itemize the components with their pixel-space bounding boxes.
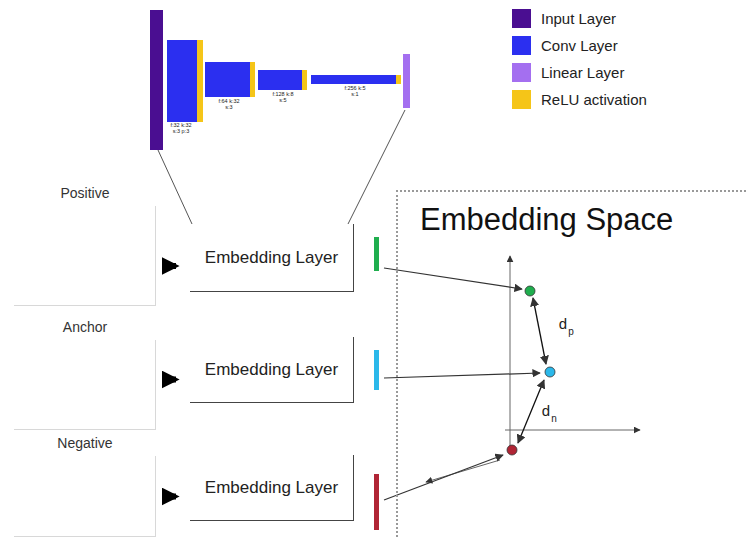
- distance-arrow: [533, 298, 546, 364]
- input-panel: Positive: [14, 206, 156, 306]
- negative-vector: [374, 474, 379, 530]
- positive-vector: [374, 237, 379, 271]
- axis: [505, 430, 640, 431]
- box-label: Embedding Layer: [195, 473, 348, 502]
- distance-symbol: d: [540, 403, 552, 419]
- axis: [426, 460, 500, 482]
- legend-label: ReLU activation: [541, 91, 647, 108]
- legend-swatch: [512, 9, 531, 28]
- legend-swatch: [512, 63, 531, 82]
- projection-arrow: [384, 455, 503, 500]
- legend-label: Linear Layer: [541, 64, 624, 81]
- layer-spec: f:32 k:32 s:3 p:3: [168, 123, 194, 135]
- legend-swatch: [512, 36, 531, 55]
- legend-label: Input Layer: [541, 10, 616, 27]
- conv-layer-bar: [258, 70, 302, 90]
- legend-item: Linear Layer: [512, 63, 624, 82]
- input-panel: Negative: [14, 456, 156, 537]
- layer-spec: f:256 k:5 s:1: [342, 86, 368, 98]
- relu-bar: [197, 40, 203, 122]
- axis: [510, 256, 511, 452]
- box-label: Embedding Layer: [195, 243, 348, 272]
- negative-point: [507, 445, 517, 455]
- anchor-point: [545, 367, 555, 377]
- linear-layer-bar: [403, 54, 410, 108]
- flow-arrow: [162, 494, 176, 500]
- legend-item: ReLU activation: [512, 90, 647, 109]
- conv-layer-bar: [205, 62, 250, 97]
- relu-bar: [396, 75, 401, 84]
- anchor-vector: [374, 350, 379, 390]
- process-box: Embedding Layer: [190, 337, 354, 403]
- zoom-line: [158, 150, 192, 224]
- positive-point: [525, 286, 535, 296]
- region-title: Embedding Space: [420, 202, 673, 238]
- panel-title: Negative: [14, 435, 156, 451]
- embedding-space: Embedding Space: [396, 190, 746, 537]
- process-box: Embedding Layer: [190, 224, 354, 292]
- input-panel: Anchor: [14, 340, 156, 430]
- box-label: Embedding Layer: [195, 355, 348, 384]
- flow-arrow: [162, 263, 176, 269]
- process-box: Embedding Layer: [190, 455, 354, 521]
- conv-layer-bar: [167, 40, 197, 122]
- layer-spec: f:64 k:32 s:3: [216, 99, 242, 111]
- panel-title: Positive: [14, 185, 156, 201]
- legend-item: Input Layer: [512, 9, 616, 28]
- distance-subscript: p: [566, 327, 576, 338]
- legend-label: Conv Layer: [541, 37, 618, 54]
- relu-bar: [250, 62, 255, 97]
- distance-symbol: d: [557, 316, 569, 332]
- distance-subscript: n: [549, 414, 559, 425]
- projection-arrow: [384, 373, 540, 378]
- layer-spec: f:128 k:8 s:5: [270, 92, 296, 104]
- legend-swatch: [512, 90, 531, 109]
- input-layer-bar: [150, 10, 163, 150]
- projection-arrow: [384, 268, 522, 289]
- panel-title: Anchor: [14, 319, 156, 335]
- relu-bar: [302, 70, 307, 90]
- distance-arrow: [518, 380, 544, 443]
- legend-item: Conv Layer: [512, 36, 618, 55]
- flow-arrow: [162, 377, 176, 383]
- conv-layer-bar: [311, 75, 396, 84]
